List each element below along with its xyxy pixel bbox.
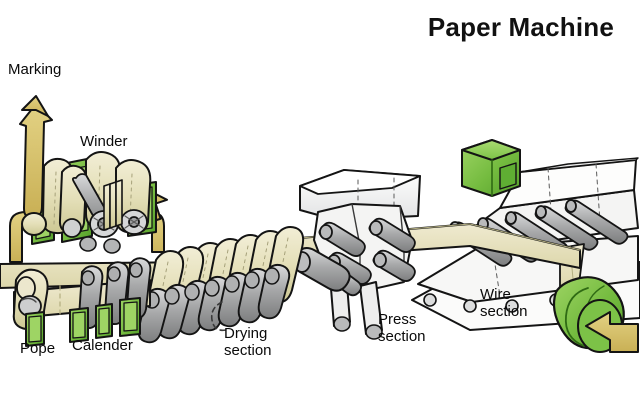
drying-section-graphic (0, 226, 305, 344)
press-section-graphic (292, 169, 421, 340)
label-pope: Pope (20, 340, 56, 357)
label-wire-section: Wire section (480, 286, 528, 320)
label-calender: Calender (72, 337, 133, 354)
label-drying-section: Drying section (224, 325, 272, 359)
calender-pope-graphic (12, 257, 152, 347)
page-title: Paper Machine (427, 12, 614, 42)
label-marking: Marking (8, 61, 62, 78)
stock-inlet-arrow (585, 311, 639, 353)
label-winder: Winder (80, 133, 128, 150)
label-press-section: Press section (378, 311, 426, 345)
winder-graphic (31, 151, 157, 254)
